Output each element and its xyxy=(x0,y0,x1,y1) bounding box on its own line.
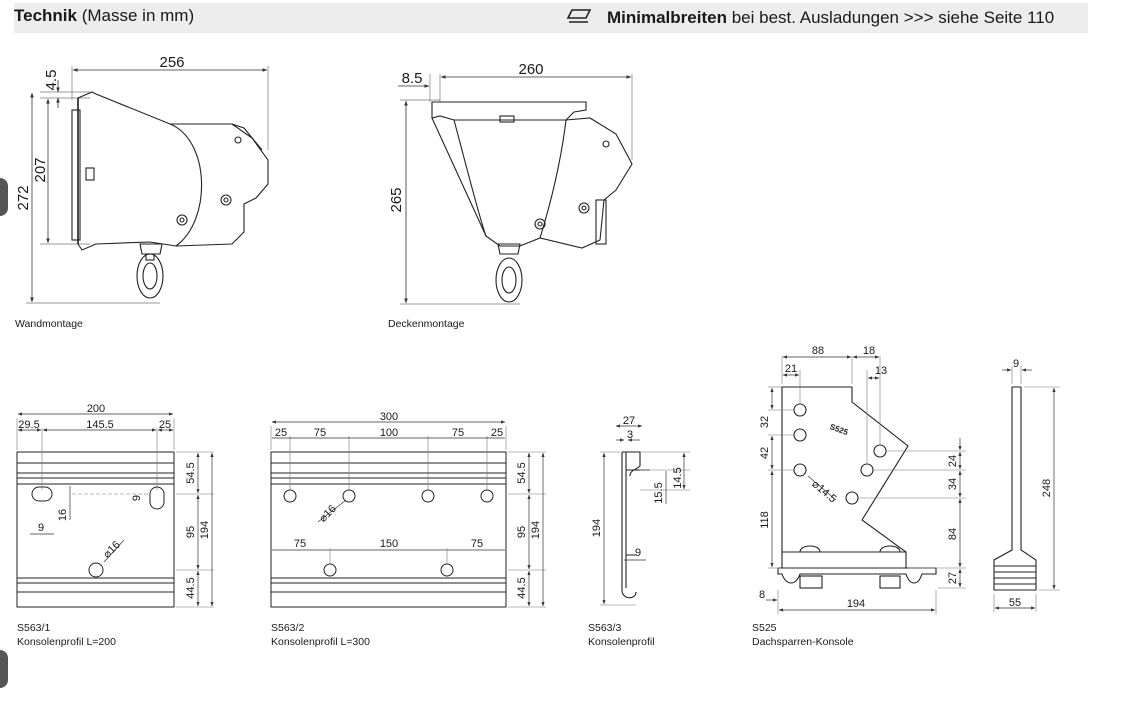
min-rest: bei best. Ausladungen >>> siehe Seite 11… xyxy=(731,8,1055,27)
s525-drawing xyxy=(766,355,966,614)
s5631-hole-d: ⌀16 xyxy=(101,539,123,561)
s5632-totalv: 194 xyxy=(530,521,542,539)
ceiling-mount-caption: Deckenmontage xyxy=(388,318,465,330)
s525-name: Dachsparren-Konsole xyxy=(752,636,854,648)
s5632-top: 54.5 xyxy=(516,462,528,483)
s525-e: 32 xyxy=(759,416,771,428)
s525-f: 42 xyxy=(759,447,771,459)
s5632-midv: 95 xyxy=(516,526,528,538)
profile-w: 9 xyxy=(1013,358,1019,370)
s5631-total: 200 xyxy=(87,403,105,415)
s5632-total: 300 xyxy=(380,411,398,423)
s525-g: 118 xyxy=(759,511,771,529)
s5631-left: 29.5 xyxy=(18,419,39,431)
s5632-code: S563/2 xyxy=(271,622,305,634)
s525-d: 13 xyxy=(875,365,887,377)
s5632-caption: S563/2 Konsolenprofil L=300 xyxy=(271,621,370,649)
s5631-slot-h: 9 xyxy=(131,495,143,501)
s5632-bottom: 44.5 xyxy=(516,577,528,598)
s525-b: 18 xyxy=(863,345,875,357)
s5633-dims: 27 3 194 15.5 14.5 9 xyxy=(591,415,684,559)
wall-mount-drawing xyxy=(26,66,269,304)
s5632-c: 100 xyxy=(380,427,398,439)
page-edge-tab-bottom xyxy=(0,650,8,688)
s5632-a: 25 xyxy=(275,427,287,439)
title-bold: Technik xyxy=(14,6,77,25)
ceiling-offset-label: 8.5 xyxy=(402,70,423,87)
s525-i: 34 xyxy=(947,478,959,490)
s5633-drawing xyxy=(600,424,690,606)
ceiling-mount-dims: 8.5 260 265 xyxy=(388,61,544,213)
profile-base: 55 xyxy=(1009,597,1021,609)
s5633-code: S563/3 xyxy=(588,622,622,634)
wall-width-label: 256 xyxy=(159,54,184,71)
s525-code: S525 xyxy=(752,622,777,634)
min-width-note: Minimalbreiten bei best. Ausladungen >>>… xyxy=(607,8,1054,28)
wall-height-inner-label: 207 xyxy=(32,157,49,182)
s5631-hole-w: 9 xyxy=(38,522,44,534)
profile-h: 248 xyxy=(1041,479,1053,497)
s525-j: 84 xyxy=(947,528,959,540)
width-icon xyxy=(566,9,592,23)
s5632-lower-b: 150 xyxy=(380,538,398,550)
page-title: Technik (Masse in mm) xyxy=(14,6,194,26)
header-bar xyxy=(14,3,1088,33)
s5632-lower-c: 75 xyxy=(471,538,483,550)
s5631-drawing xyxy=(16,412,214,608)
s5631-mid: 145.5 xyxy=(86,419,114,431)
s5633-w: 27 xyxy=(623,415,635,427)
s5632-lower-a: 75 xyxy=(294,538,306,550)
s5631-name: Konsolenprofil L=200 xyxy=(17,636,116,648)
s525-h: 24 xyxy=(947,455,959,467)
s5632-d: 75 xyxy=(452,427,464,439)
s5631-code: S563/1 xyxy=(17,622,51,634)
s525-k: 27 xyxy=(947,572,959,584)
s5633-c: 9 xyxy=(635,547,641,559)
s525-caption: S525 Dachsparren-Konsole xyxy=(752,621,854,649)
s5632-dims: 300 25 75 100 75 25 75 150 75 54.5 95 19… xyxy=(275,411,542,599)
page-edge-tab-top xyxy=(0,178,8,216)
wall-mount-dims: 256 4.5 207 272 xyxy=(15,54,185,211)
s5632-name: Konsolenprofil L=300 xyxy=(271,636,370,648)
s5631-midv: 95 xyxy=(185,526,197,538)
s5633-caption: S563/3 Konsolenprofil xyxy=(588,621,655,649)
s525-l: 8 xyxy=(759,589,765,601)
wall-mount-caption: Wandmontage xyxy=(15,318,83,330)
ceiling-mount-drawing xyxy=(398,74,633,305)
min-bold: Minimalbreiten xyxy=(607,8,727,27)
s5631-right: 25 xyxy=(159,419,171,431)
wall-offset-label: 4.5 xyxy=(43,70,60,91)
s5633-name: Konsolenprofil xyxy=(588,636,655,648)
s5631-totalv: 194 xyxy=(199,521,211,539)
profile-dims: 9 248 55 xyxy=(1009,358,1053,609)
s5631-bottom: 44.5 xyxy=(185,577,197,598)
s5633-a: 15.5 xyxy=(653,482,665,503)
s525-stamp: S525 xyxy=(829,422,850,437)
s5631-caption: S563/1 Konsolenprofil L=200 xyxy=(17,621,116,649)
ceiling-width-label: 260 xyxy=(518,61,543,78)
s5633-t: 3 xyxy=(627,429,633,441)
s5632-drawing xyxy=(270,420,546,608)
s5633-height: 194 xyxy=(591,519,603,537)
s525-c: 21 xyxy=(785,363,797,375)
s5633-b: 14.5 xyxy=(672,467,684,488)
s5632-e: 25 xyxy=(491,427,503,439)
s525-m: 194 xyxy=(847,598,865,610)
ceiling-height-label: 265 xyxy=(388,187,405,212)
s5631-top: 54.5 xyxy=(185,462,197,483)
s525-a: 88 xyxy=(812,345,824,357)
s5631-slot-off: 16 xyxy=(57,509,69,521)
wall-height-total-label: 272 xyxy=(15,185,32,210)
title-rest: (Masse in mm) xyxy=(81,6,195,25)
s525-hole-d: ⌀14.5 xyxy=(809,478,838,505)
s525-dims: 88 18 21 13 32 42 118 24 34 84 27 8 194 … xyxy=(759,345,959,610)
s5632-b: 75 xyxy=(314,427,326,439)
s5632-hole-d: ⌀16 xyxy=(317,503,339,525)
profile-drawing xyxy=(993,366,1060,612)
